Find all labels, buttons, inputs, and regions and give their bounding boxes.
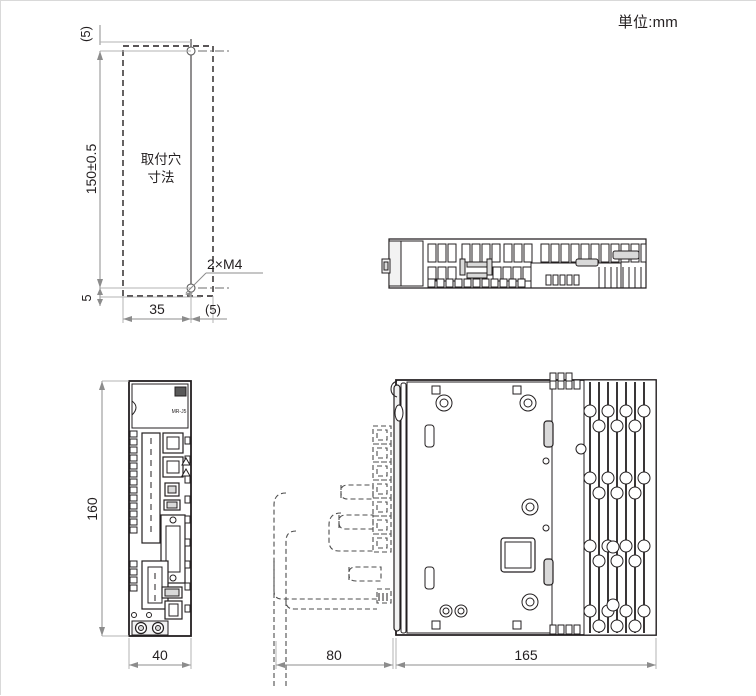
side-view-corner-square-tr (512, 385, 522, 395)
front-view-warning-triangle-2 (181, 467, 191, 477)
dimarrow-bottom-offset-bottom (97, 299, 103, 306)
dim-label-right-offset: (5) (205, 302, 221, 317)
dimarrow-right-offset-left (191, 316, 200, 322)
dimarrow-150-bottom (97, 279, 103, 288)
dimarrow-150-top (97, 51, 103, 60)
top-view (381, 238, 647, 289)
side-view-top-hook (390, 380, 398, 398)
front-view-lower-connector-inner (164, 588, 180, 597)
side-view-heatsink-vent-holes (583, 404, 651, 633)
dim-label-165: 165 (514, 647, 538, 663)
top-view-left-cap (388, 240, 402, 287)
dimarrow-35-right (182, 316, 191, 322)
dimarrow-80-left (276, 662, 285, 668)
top-view-vent-row-middle (427, 266, 532, 282)
front-view-model-text: MR-J5 (172, 409, 187, 415)
dimarrow-165-left (396, 662, 405, 668)
dimarrow-bottom-offset-top (97, 288, 103, 295)
mounting-hole-pattern-view: 150±0.5 (5) 5 取付穴 寸法 2×M4 (78, 25, 263, 323)
side-view-slot-lower-left (424, 566, 435, 590)
dim-label-40: 40 (152, 647, 168, 663)
dimarrow-160-top (99, 381, 105, 390)
side-view-slot-upper-left (424, 424, 435, 448)
cable-loop-1 (340, 484, 374, 500)
side-view-corner-square-tl (431, 385, 441, 395)
side-view: 80 165 (273, 372, 657, 686)
side-view-screw-bosses (435, 394, 539, 618)
dimarrow-160-bottom (99, 627, 105, 636)
dim-label-35: 35 (149, 301, 165, 317)
mounting-hole-label-line1: 取付穴 (141, 152, 182, 167)
front-view-cn1-screw-bottom (169, 574, 177, 582)
side-view-mid-hole-lower (606, 540, 620, 554)
front-view-cn1-inner (165, 525, 181, 573)
cable-path-a (328, 512, 373, 552)
top-view-left-tab-slot (383, 261, 389, 271)
side-view-side-oval (394, 404, 404, 422)
side-view-connector-stack (372, 425, 392, 604)
side-view-bottom-teeth (549, 624, 581, 635)
front-view-ethernet-port-1-inner (166, 436, 180, 450)
dim-label-160: 160 (84, 497, 100, 521)
dimarrow-80-right (384, 662, 393, 668)
side-view-dot-lower (542, 524, 550, 532)
side-view-left-rail-outer (393, 384, 401, 632)
body-outline-dashed (122, 45, 214, 297)
dimarrow-35-left (123, 316, 132, 322)
mounting-hole-label-line2: 寸法 (148, 170, 175, 185)
side-view-top-connector-row (549, 372, 573, 382)
unit-note: 単位:mm (617, 14, 678, 31)
cable-loop-2 (338, 514, 374, 530)
side-view-dot-upper (542, 457, 550, 465)
side-view-left-rail-inner (400, 382, 407, 634)
top-view-connector-pins (459, 258, 493, 279)
side-view-slot-lower-right (543, 558, 554, 586)
dim-label-bottom-offset: 5 (79, 294, 94, 301)
dim-label-2xm4: 2×M4 (207, 256, 243, 272)
side-view-corner-square-br (512, 620, 522, 630)
front-view-usb-port-inner (167, 485, 177, 494)
top-view-vent-row-lower (427, 278, 526, 288)
dimarrow-165-right (647, 662, 656, 668)
top-view-heatsink-fins (598, 267, 642, 288)
cable-loop-3 (348, 566, 382, 582)
side-view-cable-routing-dashed (273, 484, 382, 686)
dimarrow-40-right (182, 662, 191, 668)
front-view: MR-J5 (84, 380, 192, 669)
top-view-vent-row-upper (427, 243, 533, 263)
dim-label-150: 150±0.5 (83, 144, 99, 195)
side-view-label-window-inner (504, 541, 532, 569)
side-view-slot-upper-right (543, 420, 554, 448)
top-view-center-slot (575, 258, 599, 267)
side-view-heatsink-block (583, 379, 657, 636)
dimarrow-40-left (129, 662, 138, 668)
side-view-mid-hole-upper (575, 443, 587, 455)
front-view-panel-curve (131, 400, 137, 416)
side-view-mid-hole-bottom (606, 598, 620, 612)
cable-path-b (273, 492, 377, 600)
side-view-heatsink-fins (589, 382, 645, 633)
top-view-right-slot (612, 250, 640, 260)
front-view-small-screw-left (131, 612, 137, 618)
front-view-ground-screw-2-inner (155, 625, 161, 631)
front-view-ground-screw-1-inner (138, 625, 144, 631)
front-view-left-terminal-strip (129, 430, 138, 534)
front-view-bottom-port-inner (168, 603, 179, 617)
front-view-left-tabs-lower (129, 560, 138, 592)
dim-label-80: 80 (326, 647, 342, 663)
front-view-small-screw-right (146, 612, 152, 618)
side-view-corner-square-bl (431, 620, 441, 630)
front-view-ethernet-port-2-inner (166, 460, 180, 474)
dim-label-top-offset: (5) (78, 26, 93, 42)
front-view-cn1-screw-top (169, 516, 177, 524)
leader-m4-diagonal (185, 272, 207, 294)
front-view-cn-connector-small-inner (166, 501, 178, 509)
top-view-small-terminals (545, 274, 580, 286)
front-view-logo-badge (174, 386, 187, 397)
cable-path-c (285, 530, 377, 610)
front-view-warning-triangle-1 (181, 456, 191, 466)
top-view-left-block (400, 240, 424, 287)
